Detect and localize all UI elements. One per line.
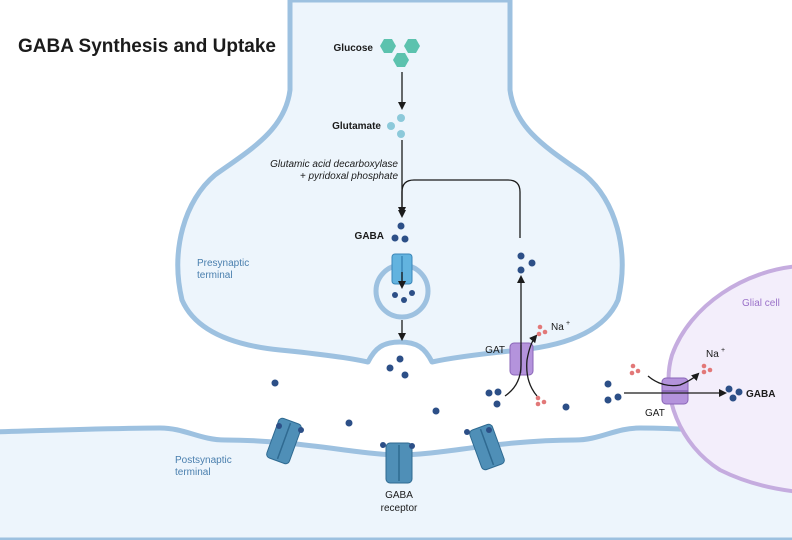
label-gat-pre: GAT <box>485 345 505 356</box>
label-glucose: Glucose <box>334 43 374 54</box>
arrow-na-in-glial <box>647 372 700 387</box>
glucose-molecule <box>404 39 420 53</box>
arrow-gat-uptake-pre <box>504 275 525 397</box>
label-gat-glial: GAT <box>645 408 665 419</box>
glutamate-molecule <box>397 114 405 122</box>
label-na-pre: Na <box>551 322 564 333</box>
sodium-ions <box>535 324 713 407</box>
glucose-molecule <box>380 39 396 53</box>
gaba-receptor-right <box>469 423 505 471</box>
label-na-pre-sup: + <box>566 320 570 327</box>
glutamate-molecule <box>397 130 405 138</box>
label-presynaptic-line1: Presynaptic <box>197 258 249 269</box>
label-presynaptic-line2: terminal <box>197 270 233 281</box>
label-gaba-glial: GABA <box>746 389 775 400</box>
label-postsynaptic-line2: terminal <box>175 467 211 478</box>
label-postsynaptic-line1: Postsynaptic <box>175 455 232 466</box>
gaba-receptor-left <box>266 417 302 465</box>
label-receptor-line2: receptor <box>381 503 418 514</box>
arrow-recycle-loop <box>398 179 521 238</box>
label-glutamate: Glutamate <box>332 121 381 132</box>
label-na-glial: Na <box>706 349 719 360</box>
gaba-molecules <box>271 222 743 449</box>
label-gaba-pre: GABA <box>355 231 384 242</box>
glutamate-molecule <box>387 122 395 130</box>
arrow-na-in-pre <box>526 334 538 397</box>
glucose-molecule <box>393 53 409 67</box>
label-receptor-line1: GABA <box>385 490 413 501</box>
presynaptic-terminal <box>175 0 625 365</box>
label-glial-cell: Glial cell <box>742 298 780 309</box>
label-na-glial-sup: + <box>721 347 725 354</box>
label-enzyme-line1: Glutamic acid decarboxylase <box>270 159 398 170</box>
gat-transporter-glial <box>661 377 689 405</box>
label-enzyme-line2: + pyridoxal phosphate <box>300 171 399 182</box>
diagram-title: GABA Synthesis and Uptake <box>18 36 276 57</box>
gaba-receptor-center <box>385 442 413 484</box>
